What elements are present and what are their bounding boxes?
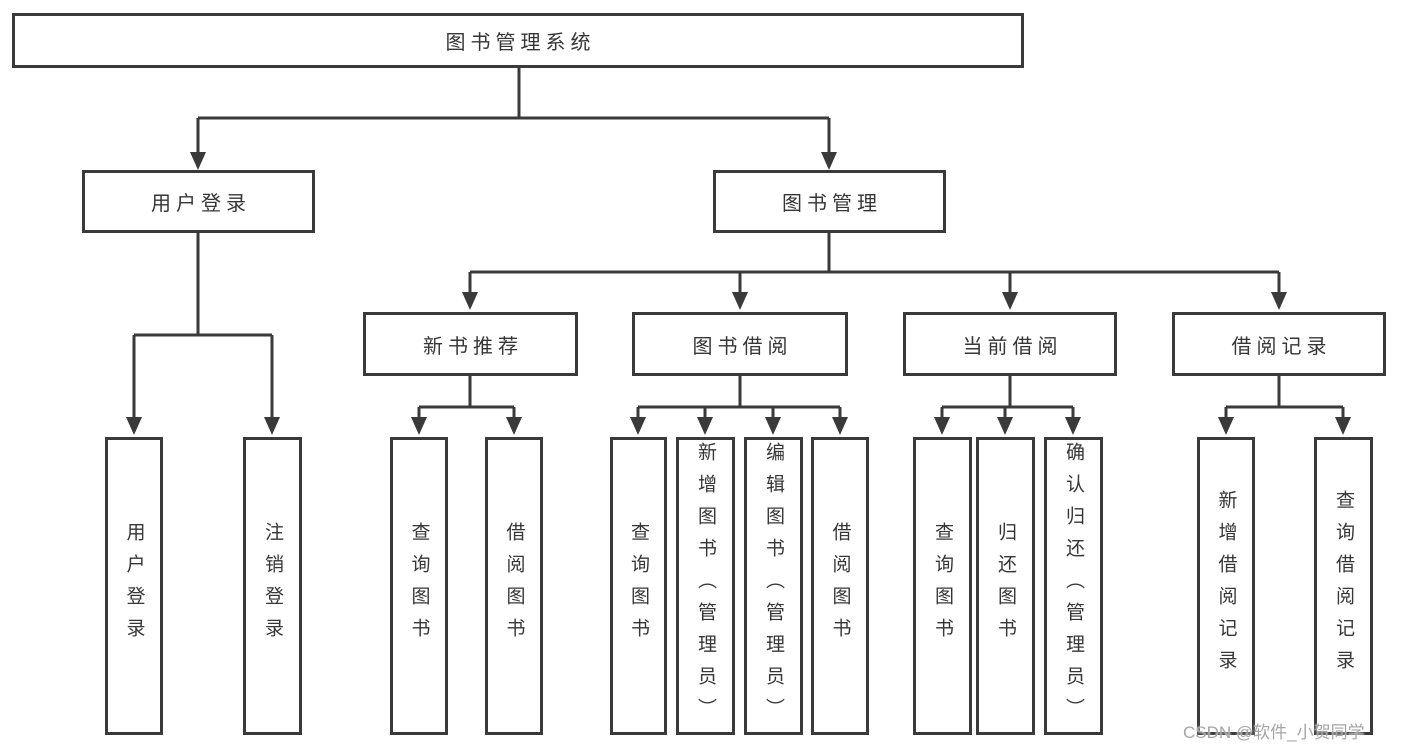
node-leaf-add-borrow-record-label: 新增借阅记录 <box>1215 490 1237 682</box>
node-leaf-add-books-admin-label: 新增图书（管理员） <box>695 442 716 730</box>
node-leaf-user-login: 用户登录 <box>105 437 163 735</box>
node-leaf-query-books-1-label: 查询图书 <box>408 522 430 650</box>
node-leaf-borrow-books-1: 借阅图书 <box>485 437 543 735</box>
arrowhead <box>1335 417 1351 435</box>
arrowhead <box>506 417 522 435</box>
node-leaf-query-borrow-record: 查询借阅记录 <box>1314 437 1373 735</box>
arrowhead <box>821 152 837 170</box>
arrowhead <box>732 292 748 310</box>
arrowhead <box>411 417 427 435</box>
node-leaf-logout-label: 注销登录 <box>262 522 283 650</box>
arrowhead <box>462 292 478 310</box>
node-leaf-borrow-books-2-label: 借阅图书 <box>829 522 851 650</box>
arrowhead <box>697 417 713 435</box>
arrowhead <box>1002 292 1018 310</box>
arrowhead <box>264 417 280 435</box>
node-book-management-label: 图书管理 <box>782 193 882 215</box>
connector-current-borrowing <box>940 376 1075 418</box>
node-leaf-borrow-books-2: 借阅图书 <box>811 437 869 735</box>
arrowhead <box>1218 417 1234 435</box>
node-leaf-return-books-label: 归还图书 <box>995 522 1016 650</box>
arrowhead <box>190 152 206 170</box>
connector-book-management <box>468 233 1281 293</box>
node-leaf-query-books-3: 查询图书 <box>913 437 972 735</box>
node-leaf-confirm-return-admin-label: 确认归还（管理员） <box>1063 442 1084 730</box>
arrowhead <box>1271 292 1287 310</box>
arrowhead <box>832 417 848 435</box>
node-leaf-query-books-2: 查询图书 <box>610 437 667 735</box>
node-new-book-recommend-label: 新书推荐 <box>423 335 523 358</box>
csdn-watermark: CSDN @软件_小贺同学 <box>1183 723 1365 742</box>
arrowhead <box>997 417 1013 435</box>
node-leaf-add-borrow-record: 新增借阅记录 <box>1197 437 1255 735</box>
node-leaf-confirm-return-admin: 确认归还（管理员） <box>1044 437 1103 735</box>
connector-book-borrowing <box>636 376 842 418</box>
node-book-management: 图书管理 <box>713 170 946 233</box>
connector-root <box>196 68 831 153</box>
node-leaf-borrow-books-1-label: 借阅图书 <box>503 522 525 650</box>
node-current-borrowing: 当前借阅 <box>903 312 1117 376</box>
node-new-book-recommend: 新书推荐 <box>363 312 578 376</box>
node-borrowing-records: 借阅记录 <box>1172 312 1386 376</box>
node-book-borrowing-label: 图书借阅 <box>692 335 793 358</box>
node-leaf-edit-books-admin-label: 编辑图书（管理员） <box>763 442 784 730</box>
node-root-label: 图书管理系统 <box>445 32 596 54</box>
node-borrowing-records-label: 借阅记录 <box>1231 335 1332 358</box>
node-leaf-add-books-admin: 新增图书（管理员） <box>676 437 735 735</box>
arrowhead <box>765 417 781 435</box>
node-current-borrowing-label: 当前借阅 <box>962 335 1063 358</box>
arrowhead <box>630 417 646 435</box>
node-user-login: 用户登录 <box>82 170 315 233</box>
node-leaf-edit-books-admin: 编辑图书（管理员） <box>744 437 803 735</box>
node-book-borrowing: 图书借阅 <box>632 312 848 376</box>
node-user-login-label: 用户登录 <box>151 193 251 215</box>
node-root: 图书管理系统 <box>12 13 1024 68</box>
node-leaf-return-books: 归还图书 <box>976 437 1035 735</box>
node-leaf-query-books-1: 查询图书 <box>390 437 448 735</box>
node-leaf-logout: 注销登录 <box>243 437 302 735</box>
node-leaf-query-borrow-record-label: 查询借阅记录 <box>1333 490 1354 682</box>
node-leaf-query-books-2-label: 查询图书 <box>628 522 649 650</box>
connector-new-book-recommend <box>417 376 516 418</box>
node-leaf-user-login-label: 用户登录 <box>123 522 145 650</box>
node-leaf-query-books-3-label: 查询图书 <box>932 522 953 650</box>
connector-user-login <box>132 233 274 418</box>
arrowhead <box>1065 417 1081 435</box>
connector-borrowing-records <box>1224 376 1345 418</box>
arrowhead <box>126 417 142 435</box>
arrowhead <box>934 417 950 435</box>
